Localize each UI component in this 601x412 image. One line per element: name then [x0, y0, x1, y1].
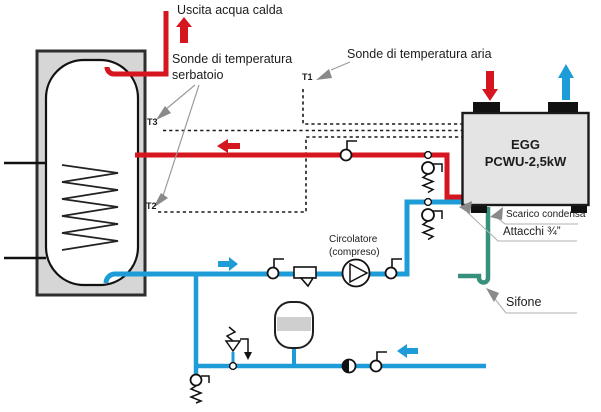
air-sensor-label: Sonde di temperatura aria	[347, 47, 492, 61]
vessel-membrane	[277, 317, 311, 331]
siphon-label: Sifone	[506, 295, 542, 309]
coil-connection-stubs	[4, 161, 46, 260]
hot-pipes	[104, 11, 462, 200]
cold-line-valve-2	[384, 258, 402, 280]
cold-flow-arrow-right	[218, 257, 238, 271]
cold-pipe-main	[103, 199, 462, 284]
cold-flow-arrow-left	[397, 344, 418, 358]
hot-flow-arrow-left	[217, 139, 240, 153]
circulator-pump	[341, 258, 371, 288]
callout-line-t1	[330, 61, 351, 71]
air-out-arrow-up	[558, 64, 574, 100]
cold-safety-valve	[420, 197, 443, 241]
check-valve	[341, 358, 357, 374]
bottom-line-valve	[369, 351, 387, 373]
hot-flow-arrow-up	[176, 17, 192, 43]
heat-pump-unit-label: EGG PCWU-2,5kW	[462, 137, 589, 171]
callout-arrow-siphon	[486, 288, 499, 302]
hot-pipe-tank-top	[104, 11, 169, 77]
unit-body	[461, 111, 590, 207]
callout-arrow-t2	[153, 193, 168, 208]
drain-valve	[188, 373, 210, 404]
condensate-drain-label: Scarico condensa	[506, 209, 586, 220]
hot-pipe-unit-to-tank	[135, 152, 462, 200]
hot-safety-valve	[420, 150, 443, 194]
callout-line-t3	[164, 84, 196, 111]
callout-line-connections	[466, 211, 577, 242]
pressure-relief-group	[224, 326, 252, 371]
callout-arrow-connections	[459, 201, 472, 214]
callout-arrow-t3	[156, 106, 171, 120]
cold-line-valve	[266, 258, 284, 280]
callouts	[153, 61, 578, 314]
callout-arrow-condensate	[490, 207, 503, 220]
callout-line-t2	[162, 84, 200, 197]
unit-foot	[571, 205, 587, 213]
circulator-label: Circolatore (compreso)	[329, 234, 380, 258]
heating-coil	[61, 164, 119, 251]
heat-pump-unit	[461, 102, 590, 213]
air-outlet-duct	[548, 102, 578, 113]
unit-model: PCWU-2,5kW	[484, 153, 567, 169]
sensor-line-t1	[302, 89, 462, 125]
cold-pipes	[103, 199, 486, 374]
expansion-vessel	[274, 301, 314, 349]
pipe-junction	[228, 361, 238, 371]
sensor-t1-label: T1	[302, 72, 313, 82]
unit-brand: EGG	[511, 137, 540, 152]
air-in-arrow-down	[482, 71, 498, 101]
pipe-junction	[423, 150, 433, 160]
callout-line-siphon	[494, 298, 577, 314]
sensor-t2-label: T2	[146, 201, 157, 211]
sensor-lines	[158, 89, 462, 213]
storage-tank	[35, 49, 147, 297]
hot-water-outlet-label: Uscita acqua calda	[177, 3, 283, 17]
pipe-junction	[423, 197, 433, 207]
tank-sensors-label: Sonde di temperatura serbatoio	[172, 52, 293, 82]
connections-label: Attacchi ¾”	[503, 226, 561, 238]
strainer-filter	[293, 266, 317, 288]
callout-arrow-t1	[316, 69, 332, 80]
sensor-t3-label: T3	[147, 117, 158, 127]
condensate-siphon-pipe	[458, 207, 491, 285]
unit-foot	[471, 205, 487, 213]
air-inlet-duct	[473, 102, 500, 113]
discharge-arrow	[244, 352, 252, 360]
hot-line-valve	[339, 140, 357, 162]
